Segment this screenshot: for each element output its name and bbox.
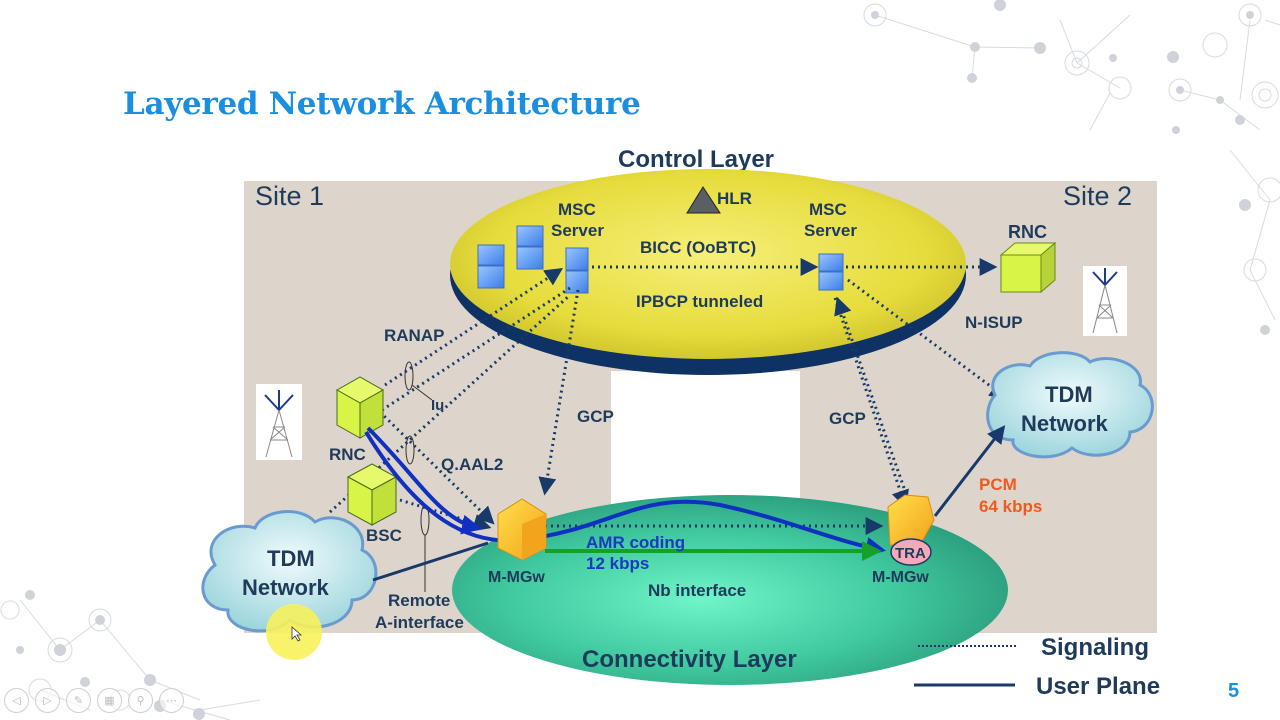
tdm-left-line2: Network [242, 575, 330, 600]
msc-server-2-label-line2: Server [804, 221, 857, 240]
rnc-site2-icon [999, 241, 1057, 294]
mouse-cursor-icon [291, 626, 303, 642]
remote-a-line2: A-interface [375, 613, 464, 632]
zoom-button[interactable]: ⚲ [128, 688, 153, 713]
bsc-icon [346, 463, 398, 526]
hlr-label: HLR [717, 189, 752, 208]
msc-server-1-label-line2: Server [551, 221, 604, 240]
m-mgw-site2-icon [887, 494, 935, 546]
site1-label: Site 1 [255, 181, 324, 211]
qaal2-label: Q.AAL2 [441, 455, 503, 474]
slide-number: 5 [1228, 680, 1240, 702]
pen-icon: ✎ [73, 695, 84, 707]
hlr-icon [686, 186, 721, 214]
ipbcp-label: IPBCP tunneled [636, 292, 763, 311]
amr-line2: 12 kbps [586, 554, 649, 573]
tdm-right-line2: Network [1021, 411, 1109, 436]
slide-title: Layered Network Architecture [123, 86, 641, 122]
connectivity-layer-label: Connectivity Layer [582, 646, 797, 673]
remote-a-line1: Remote [388, 591, 450, 610]
rnc-site1-label: RNC [329, 445, 366, 464]
pcm-line1: PCM [979, 475, 1017, 494]
ellipsis-icon: ⋯ [166, 695, 177, 707]
tdm-network-left-cloud [201, 510, 378, 633]
antenna-tower-site1-icon [256, 384, 302, 460]
pen-button[interactable]: ✎ [66, 688, 91, 713]
grid-icon: ▦ [104, 695, 115, 707]
iu-label: Iu [431, 397, 444, 414]
slides-grid-button[interactable]: ▦ [97, 688, 122, 713]
gcp-1-label: GCP [577, 407, 614, 426]
bicc-label: BICC (OoBTC) [640, 238, 756, 257]
rnc-site1-icon [335, 376, 385, 439]
more-options-button[interactable]: ⋯ [159, 688, 184, 713]
legend: Signaling User Plane [914, 634, 1160, 700]
bsc-label: BSC [366, 526, 402, 545]
msc-server-1-label-line1: MSC [558, 200, 596, 219]
tra-badge [890, 538, 932, 566]
slideshow-controls: ◁ ▷ ✎ ▦ ⚲ ⋯ [4, 688, 184, 713]
site2-label: Site 2 [1063, 181, 1132, 211]
m-mgw-2-label: M-MGw [872, 569, 929, 586]
previous-slide-button[interactable]: ◁ [4, 688, 29, 713]
ranap-label: RANAP [384, 326, 444, 345]
msc-server-2-label-line1: MSC [809, 200, 847, 219]
antenna-tower-site2-icon [1083, 266, 1127, 336]
arrow-left-icon: ◁ [12, 695, 21, 707]
arrow-right-icon: ▷ [43, 695, 52, 707]
tdm-network-right-cloud [986, 351, 1154, 459]
tdm-left-line1: TDM [267, 546, 315, 571]
next-slide-button[interactable]: ▷ [35, 688, 60, 713]
magnifier-icon: ⚲ [136, 695, 145, 707]
legend-user-plane-label: User Plane [1036, 673, 1160, 700]
control-layer-label: Control Layer [618, 146, 774, 173]
m-mgw-site1-icon [497, 498, 547, 561]
n-isup-label: N-ISUP [965, 313, 1023, 332]
amr-line1: AMR coding [586, 533, 685, 552]
rnc-site2-label: RNC [1008, 222, 1047, 242]
m-mgw-1-label: M-MGw [488, 569, 545, 586]
nb-interface-label: Nb interface [648, 581, 746, 600]
pcm-line2: 64 kbps [979, 497, 1042, 516]
tdm-right-line1: TDM [1045, 382, 1093, 407]
msc-server-site2-icon [818, 253, 844, 291]
msc-server-cluster-icon [477, 225, 589, 294]
legend-signaling-label: Signaling [1041, 634, 1149, 661]
gcp-2-label: GCP [829, 409, 866, 428]
tra-label: TRA [895, 545, 926, 562]
